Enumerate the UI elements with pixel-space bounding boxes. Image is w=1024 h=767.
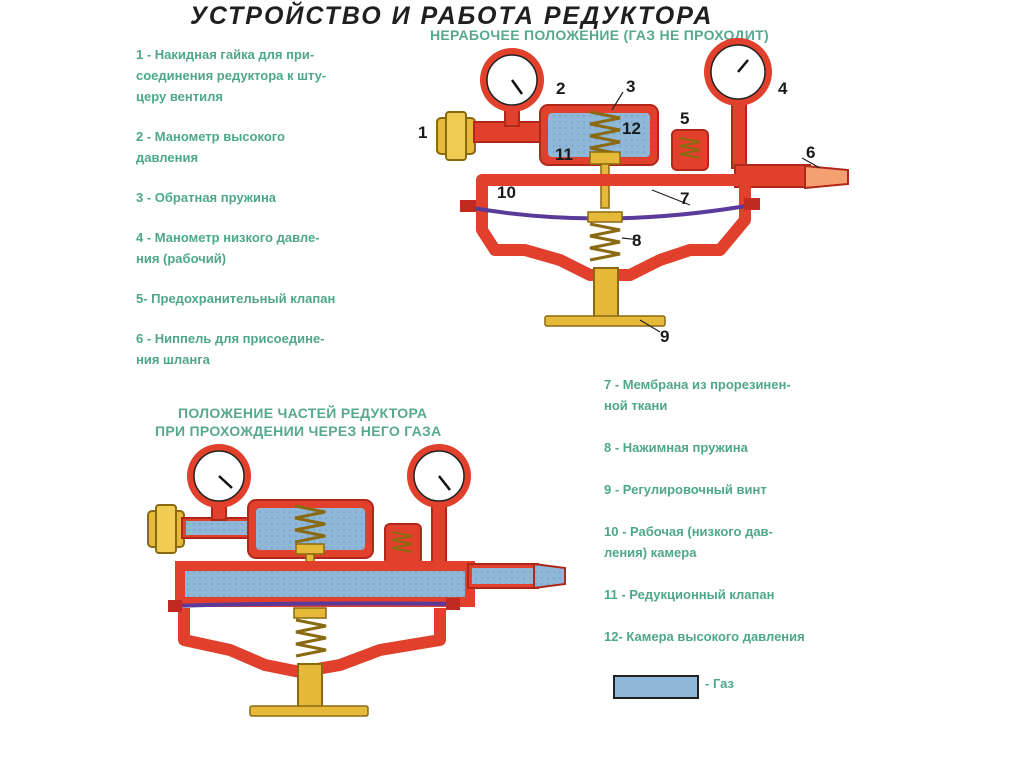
legend-line: 12- Камера высокого давления: [604, 629, 805, 644]
label-6: 6: [806, 143, 815, 162]
pointer-6: [801, 157, 821, 169]
adjusting-screw: [593, 267, 619, 319]
reducing-valve: [589, 151, 621, 165]
hose-nipple: [804, 164, 849, 190]
legend-line: давления: [136, 150, 199, 165]
low-pressure-gauge: [704, 38, 772, 106]
safety-spring-working: [391, 531, 413, 553]
label-5: 5: [680, 109, 689, 128]
label-3: 3: [626, 77, 635, 96]
pointer-9: [639, 319, 661, 333]
legend-line: 10 - Рабочая (низкого дав-: [604, 524, 773, 539]
reducing-valve-working: [295, 543, 325, 555]
label-11: 11: [555, 145, 573, 164]
label-1: 1: [418, 123, 427, 142]
outlet-gas: [472, 568, 534, 584]
membrane-clamp-left-working: [168, 600, 182, 612]
legend-line: 3 - Обратная пружина: [136, 190, 277, 205]
adjusting-handle: [544, 315, 666, 327]
legend-line: 4 - Манометр низкого давле-: [136, 230, 320, 245]
membrane-clamp-right: [744, 198, 760, 210]
pressure-spring-working: [295, 618, 327, 658]
inlet-nut-working: [147, 504, 185, 554]
legend-line: ления) камера: [604, 545, 697, 560]
high-pressure-gas-working: [256, 508, 365, 550]
return-spring: [589, 110, 621, 156]
legend-line: соединения редуктора к шту-: [136, 68, 327, 83]
gas-legend-label: - Газ: [705, 676, 734, 691]
label-4: 4: [778, 79, 788, 98]
legend-line: 5- Предохранительный клапан: [136, 291, 336, 306]
legend-right: 7 - Мембрана из прорезинен- ной ткани 8 …: [604, 374, 904, 668]
legend-line: 7 - Мембрана из прорезинен-: [604, 377, 791, 392]
gas-legend-swatch: [613, 675, 699, 699]
high-pressure-gauge-working: [187, 444, 251, 508]
label-2: 2: [556, 79, 565, 98]
safety-valve-working: [384, 523, 422, 565]
legend-item-1: 1 - Накидная гайка для при- соединения р…: [136, 44, 421, 107]
legend-line: церу вентиля: [136, 89, 223, 104]
legend-line: 11 - Редукционный клапан: [604, 587, 775, 602]
legend-line: 2 - Манометр высокого: [136, 129, 285, 144]
label-10: 10: [497, 183, 516, 202]
bottom-state-caption-1: ПОЛОЖЕНИЕ ЧАСТЕЙ РЕДУКТОРА: [178, 405, 428, 421]
legend-line: 8 - Нажимная пружина: [604, 440, 748, 455]
legend-item-9: 9 - Регулировочный винт: [604, 479, 904, 500]
spring-plate: [587, 211, 623, 223]
pressure-spring: [589, 222, 621, 262]
legend-line: ния (рабочий): [136, 251, 227, 266]
legend-item-2: 2 - Манометр высокого давления: [136, 126, 421, 168]
inlet-gas: [186, 521, 250, 535]
membrane-clamp-left: [460, 200, 476, 212]
low-pressure-gas-working: [175, 561, 475, 607]
legend-line: ной ткани: [604, 398, 668, 413]
top-state-caption: НЕРАБОЧЕЕ ПОЛОЖЕНИЕ (ГАЗ НЕ ПРОХОДИТ): [430, 27, 769, 43]
page-title: УСТРОЙСТВО И РАБОТА РЕДУКТОРА: [190, 2, 714, 30]
adjusting-handle-working: [249, 705, 369, 717]
legend-item-10: 10 - Рабочая (низкого дав- ления) камера: [604, 521, 904, 563]
label-8: 8: [632, 231, 641, 250]
low-pressure-chamber: [476, 174, 751, 281]
safety-valve: [671, 129, 709, 171]
legend-item-4: 4 - Манометр низкого давле- ния (рабочий…: [136, 227, 421, 269]
legend-item-7: 7 - Мембрана из прорезинен- ной ткани: [604, 374, 904, 416]
legend-item-8: 8 - Нажимная пружина: [604, 437, 904, 458]
membrane-working: [169, 601, 461, 608]
legend-line: 1 - Накидная гайка для при-: [136, 47, 315, 62]
bottom-state-caption-2: ПРИ ПРОХОЖДЕНИИ ЧЕРЕЗ НЕГО ГАЗА: [155, 423, 442, 439]
legend-item-12: 12- Камера высокого давления: [604, 626, 904, 647]
pointer-7: [651, 189, 691, 206]
gauge-stem-low: [731, 97, 747, 169]
label-7: 7: [680, 189, 689, 208]
legend-item-11: 11 - Редукционный клапан: [604, 584, 904, 605]
legend-item-6: 6 - Ниппель для присоедине- ния шланга: [136, 328, 421, 370]
label-12: 12: [622, 119, 641, 138]
legend-line: 9 - Регулировочный винт: [604, 482, 767, 497]
legend-left: 1 - Накидная гайка для при- соединения р…: [136, 44, 421, 389]
safety-spring: [679, 137, 701, 159]
low-pressure-gauge-working: [407, 444, 471, 508]
diagram-working: [147, 444, 566, 717]
high-pressure-gauge: [480, 48, 544, 112]
legend-line: ния шланга: [136, 352, 210, 367]
label-9: 9: [660, 327, 669, 346]
adjusting-screw-working: [297, 663, 323, 709]
pointer-8: [621, 237, 641, 241]
spring-plate-working: [293, 607, 327, 619]
legend-item-5: 5- Предохранительный клапан: [136, 288, 421, 309]
return-spring-working: [294, 504, 326, 544]
membrane-clamp-right-working: [446, 598, 460, 610]
pointer-3: [611, 91, 624, 111]
inlet-nut: [436, 111, 476, 161]
legend-line: 6 - Ниппель для присоедине-: [136, 331, 325, 346]
hose-nipple-working: [533, 562, 566, 590]
diagram-idle: 1 2 3 4 5 6 7 8 9 10 11 12: [418, 38, 849, 346]
legend-item-3: 3 - Обратная пружина: [136, 187, 421, 208]
